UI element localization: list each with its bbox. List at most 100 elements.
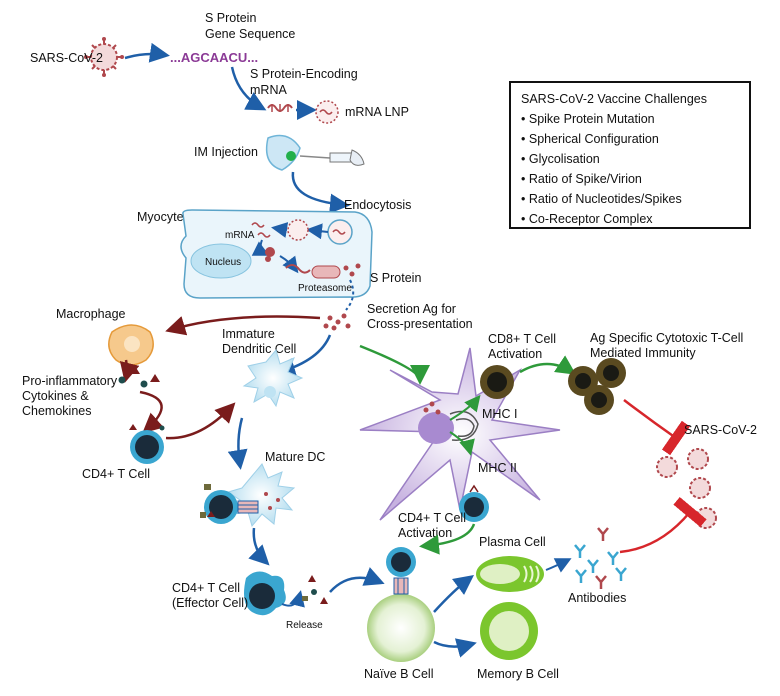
challenge-item: • Co-Receptor Complex [521, 209, 739, 229]
challenges-list: • Spike Protein Mutation• Spherical Conf… [521, 109, 739, 229]
arrow-macrophage-to-cytokines [119, 359, 140, 383]
label-plasma-cell: Plasma Cell [479, 535, 546, 549]
label-cd4-effector-1: CD4+ T Cell [172, 581, 240, 595]
arrow-antigen-to-apc [359, 344, 430, 385]
ribosome-icon [265, 247, 275, 262]
label-s-protein: S Protein [370, 271, 421, 285]
bullet-icon: • [521, 192, 529, 206]
immature-dc-cell [242, 348, 304, 408]
cd4-t-cell-bound [200, 484, 259, 524]
label-cd8-1: CD8+ T Cell [488, 332, 556, 346]
challenge-item-label: Ratio of Spike/Virion [528, 172, 642, 186]
challenge-item-label: Ratio of Nucleotides/Spikes [528, 192, 682, 206]
macrophage-cell [108, 324, 154, 366]
challenge-item-label: Spherical Configuration [528, 132, 659, 146]
label-immature-dc-1: Immature [222, 327, 275, 341]
mrna-strand-icon [267, 104, 293, 112]
cytokines-icon [118, 366, 160, 388]
label-secretion-1: Secretion Ag for [367, 302, 456, 316]
label-endocytosis: Endocytosis [344, 198, 411, 212]
label-ag-specific-1: Ag Specific Cytotoxic T-Cell [590, 331, 743, 345]
secreted-antigen-icon [323, 313, 351, 331]
arm-icon [265, 134, 301, 171]
lnp-released-icon [287, 219, 309, 241]
memory-b-cell [480, 602, 538, 660]
label-myocyte: Myocyte [137, 210, 184, 224]
arrow-cd4-to-b-cell [419, 523, 476, 555]
gene-sequence: ...AGCAACU... [170, 50, 258, 65]
arrow-ribosome-to-protein [279, 255, 299, 274]
challenge-item-label: Co-Receptor Complex [528, 212, 653, 226]
label-sars-cov-2-top: SARS-CoV-2 [30, 51, 103, 65]
label-cd4-activation-1: CD4+ T Cell [398, 511, 466, 525]
label-secretion-2: Cross-presentation [367, 317, 473, 331]
antigen-presenting-cell [359, 347, 561, 521]
label-cd4-effector-2: (Effector Cell) [172, 596, 248, 610]
arrow-protein-secretion [345, 279, 355, 311]
cd4-effector-cell [244, 571, 286, 616]
arrow-to-mhc-i [449, 394, 481, 421]
inhibit-antibodies-to-virus [619, 496, 707, 554]
arrow-plasma-to-antibodies [545, 558, 572, 573]
challenge-item-label: Spike Protein Mutation [528, 112, 655, 126]
label-cd8-2: Activation [488, 347, 542, 361]
label-mhc-i: MHC I [482, 407, 517, 421]
arrow-b-to-plasma [433, 574, 474, 613]
cd4-t-cell-left [129, 424, 165, 464]
arrow-sequence-to-mrna [230, 66, 267, 111]
lnp-icon [315, 100, 339, 124]
challenge-item: • Spherical Configuration [521, 129, 739, 149]
challenge-item: • Spike Protein Mutation [521, 109, 739, 129]
label-macrophage: Macrophage [56, 307, 126, 321]
plasma-cell [476, 556, 544, 592]
antibodies-icon [574, 527, 627, 589]
challenge-item: • Ratio of Nucleotides/Spikes [521, 189, 739, 209]
virus-icon-top [84, 37, 124, 77]
bullet-icon: • [521, 212, 529, 226]
label-mrna-lnp: mRNA LNP [345, 105, 409, 119]
bullet-icon: • [521, 152, 529, 166]
mrna-inner-strand-icon [251, 222, 271, 238]
cd8-t-cell [480, 365, 514, 399]
label-s-protein-gene-2: Gene Sequence [205, 27, 295, 41]
label-ag-specific-2: Mediated Immunity [590, 346, 696, 360]
arrow-immature-to-mature-dc [227, 417, 248, 470]
label-mrna-inner: mRNA [225, 230, 255, 241]
arrow-cd8-to-ctl [519, 355, 577, 375]
bullet-icon: • [521, 132, 529, 146]
arrow-mature-dc-to-effector [248, 527, 270, 566]
label-mature-dc: Mature DC [265, 450, 325, 464]
cd4-t-cell-activation [459, 484, 489, 522]
challenge-item: • Ratio of Spike/Virion [521, 169, 739, 189]
label-s-mrna-2: mRNA [250, 83, 287, 97]
inhibit-ctl-to-virus [623, 399, 691, 456]
arrow-injection-to-endocytosis [291, 171, 350, 214]
label-cd4-t-cell: CD4+ T Cell [82, 467, 150, 481]
challenge-item: • Glycolisation [521, 149, 739, 169]
label-proteasome: Proteasome [298, 283, 352, 294]
protein-fragments-icon [343, 263, 361, 277]
label-s-mrna-1: S Protein-Encoding [250, 67, 358, 81]
arrow-to-mhc-ii [449, 431, 475, 456]
label-nucleus: Nucleus [205, 257, 241, 268]
label-s-protein-gene-1: S Protein [205, 11, 256, 25]
label-naive-b-cell: Naïve B Cell [364, 667, 433, 681]
label-memory-b-cell: Memory B Cell [477, 667, 559, 681]
arrow-endosome-to-lnp [306, 223, 329, 240]
challenges-title: SARS-CoV-2 Vaccine Challenges [521, 92, 707, 106]
nucleus-shape [190, 243, 252, 279]
challenge-item-label: Glycolisation [528, 152, 600, 166]
bullet-icon: • [521, 112, 529, 126]
label-proinflam-1: Pro-inflammatory [22, 374, 118, 388]
arrow-cd4-to-immature-dc [165, 402, 236, 440]
label-immature-dc-2: Dendritic Cell [222, 342, 296, 356]
label-mhc-ii: MHC II [478, 461, 517, 475]
label-proinflam-3: Chemokines [22, 404, 91, 418]
arrow-lnp-to-mrna [271, 222, 289, 238]
arrow-antigen-to-macrophage [165, 315, 321, 336]
arrow-b-to-memory [433, 638, 477, 658]
label-release: Release [286, 620, 323, 631]
arrow-cytokines-to-cd4 [139, 390, 164, 434]
